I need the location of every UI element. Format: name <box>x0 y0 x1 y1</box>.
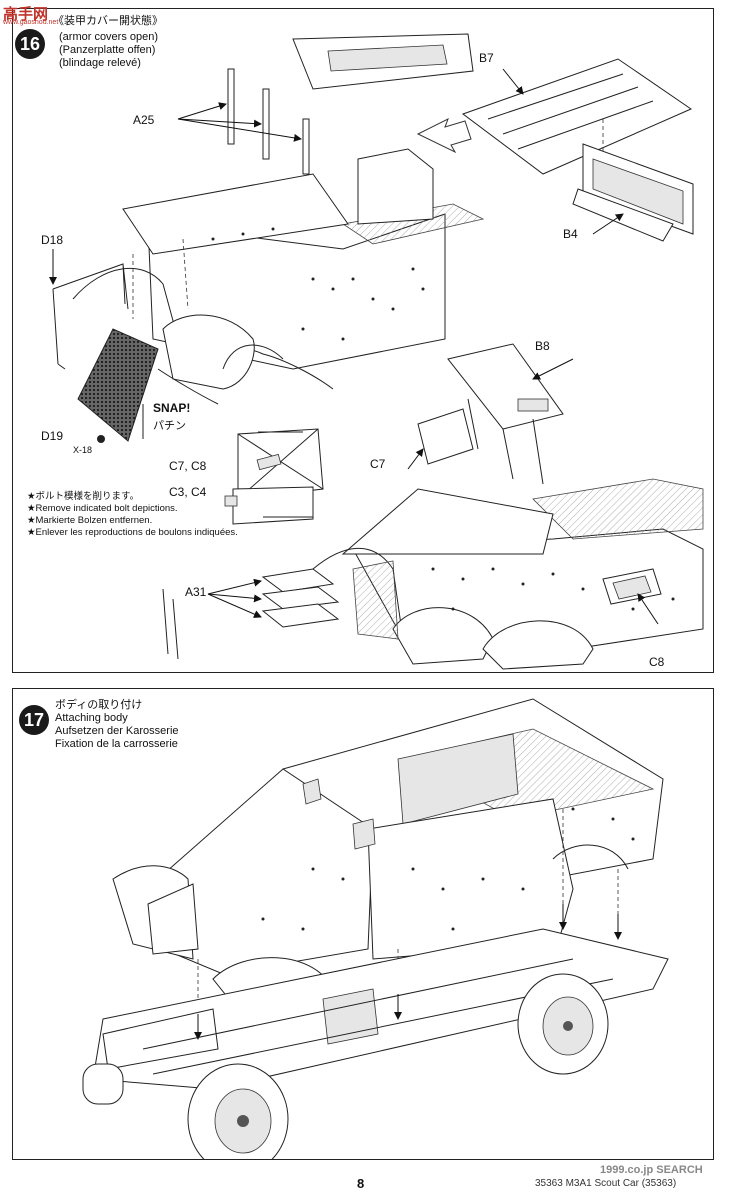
note-line-de: ★Markierte Bolzen entfernen. <box>27 515 153 526</box>
site-watermark: 1999.co.jp SEARCH <box>600 1164 703 1176</box>
detail-c3-c8 <box>224 428 324 525</box>
step-title-jp: ボディの取り付け <box>55 699 143 711</box>
windscreen-plate-top <box>292 33 474 90</box>
step-16-illustration <box>49 33 704 670</box>
watermark-logo: 高手网 <box>3 6 49 23</box>
label-b4: B4 <box>563 227 578 241</box>
step-title-fr: (blindage relevé) <box>59 57 141 69</box>
step-title-fr: Fixation de la carrosserie <box>55 738 178 750</box>
label-snap-jp: パチン <box>153 420 186 432</box>
footer-code: 35363 M3A1 Scout Car (35363) <box>535 1178 677 1189</box>
step-title-de: Aufsetzen der Karosserie <box>55 725 179 737</box>
watermark-url: www.gaoshou.net <box>3 19 59 26</box>
label-c8: C8 <box>649 655 665 669</box>
direction-arrow <box>416 117 472 154</box>
label-d18: D18 <box>41 233 64 247</box>
vehicle-body-lower <box>162 343 704 670</box>
rear-wheel <box>517 973 609 1075</box>
vehicle-body-shell <box>112 698 664 1005</box>
label-snap-en: SNAP! <box>153 401 191 415</box>
label-c3-c4: C3, C4 <box>169 485 207 499</box>
label-b7: B7 <box>479 51 494 65</box>
label-c7: C7 <box>370 457 386 471</box>
note-line-jp: ★ボルト模様を削ります。 <box>27 491 140 502</box>
fitting-arrows <box>194 904 622 1040</box>
bolt-removal-notes: ★ボルト模様を削ります。 ★Remove indicated bolt depi… <box>27 491 238 539</box>
step-number-badge: 17 <box>19 705 49 735</box>
step-title-de: (Panzerplatte offen) <box>59 44 156 56</box>
part-d18-frame <box>49 249 129 370</box>
label-x18: X-18 <box>73 445 93 455</box>
step-title-jp: 《装甲カバー開状態》 <box>53 15 163 27</box>
label-d19: D19 <box>41 429 64 443</box>
page-number: 8 <box>357 1176 365 1191</box>
step-title-en: (armor covers open) <box>59 31 159 43</box>
label-a25: A25 <box>133 113 155 127</box>
note-line-en: ★Remove indicated bolt depictions. <box>27 503 178 514</box>
label-b8: B8 <box>535 339 550 353</box>
label-a31: A31 <box>185 585 207 599</box>
vehicle-chassis <box>82 928 669 1105</box>
step-17-panel: 17 ボディの取り付け Attaching body Aufsetzen der… <box>12 688 714 1160</box>
vehicle-body-upper <box>72 148 485 390</box>
step-title-en: Attaching body <box>55 712 128 724</box>
part-b4-bracket <box>572 143 694 242</box>
note-line-fr: ★Enlever les reproductions de boulons in… <box>27 527 238 538</box>
part-a25-rods <box>177 68 310 175</box>
label-c7-c8: C7, C8 <box>169 459 207 473</box>
front-wheel <box>187 1063 289 1159</box>
step-number-badge: 16 <box>15 29 45 59</box>
step-16-panel: 高手网 www.gaoshou.net 16 《装甲カバー開状態》 (armor… <box>3 6 714 673</box>
step-17-illustration <box>82 698 669 1159</box>
part-d19-grille <box>77 328 159 443</box>
snap-detail <box>142 368 219 439</box>
